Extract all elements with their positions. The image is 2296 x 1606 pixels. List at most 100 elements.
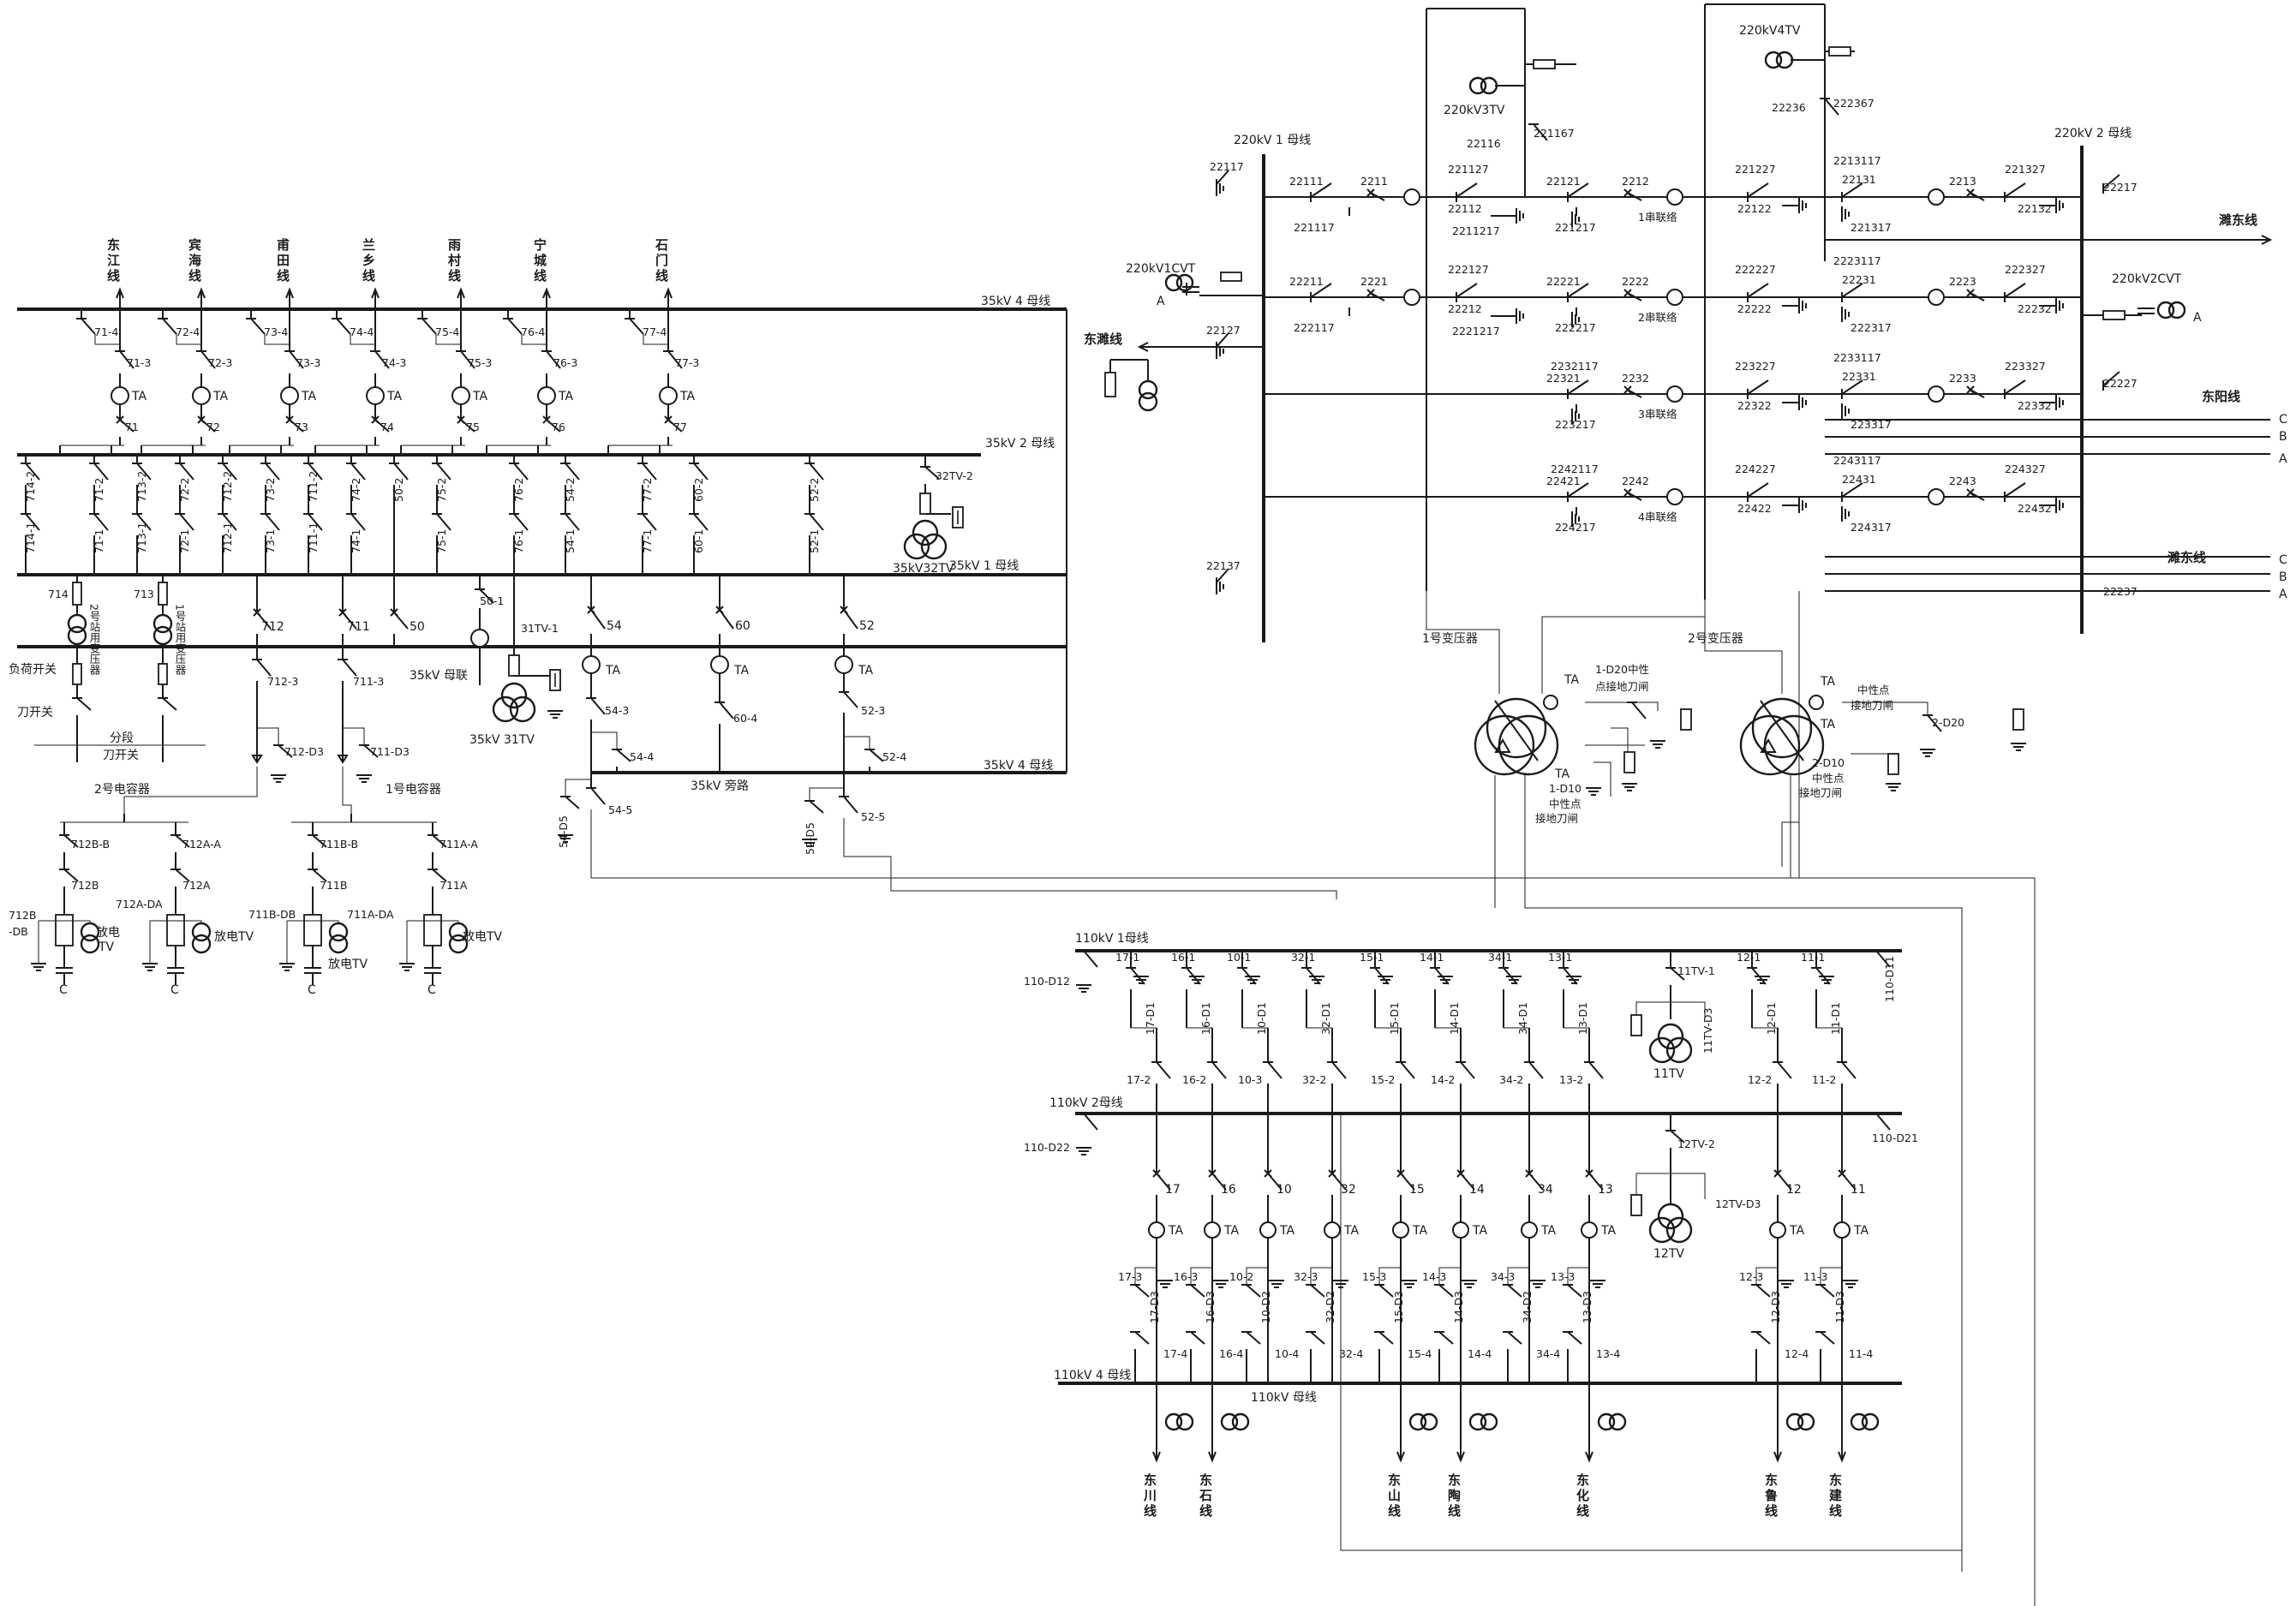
disconnector <box>1747 283 1769 302</box>
blade <box>565 463 580 481</box>
disconnector <box>1815 1284 1835 1298</box>
disconnector <box>1841 379 1863 399</box>
blade <box>81 318 96 335</box>
wire <box>1190 1267 1212 1285</box>
label: 222317 <box>1851 321 1892 334</box>
label-2-d20a: 中性点 <box>1857 684 1890 696</box>
winding <box>1175 1412 1194 1431</box>
wire <box>264 334 290 345</box>
line-cvt-icon <box>1597 1412 1627 1431</box>
winding <box>448 934 469 954</box>
label: 22321 <box>1546 372 1581 385</box>
label-disconnector: 60-1 <box>692 529 705 553</box>
delta-icon <box>1760 737 1777 753</box>
ta-icon <box>1666 188 1683 206</box>
disconnector <box>158 697 177 711</box>
blade <box>308 463 323 481</box>
blade <box>1567 283 1589 298</box>
label-sw3: 14-3 <box>1422 1270 1446 1283</box>
ta-icon <box>710 655 729 674</box>
label-breaker: 34 <box>1538 1183 1553 1197</box>
voltage-transformer-icon <box>492 682 536 723</box>
ta-icon <box>1833 1221 1851 1239</box>
disconnector <box>338 659 357 677</box>
ta-icon <box>1324 1221 1341 1239</box>
blade <box>63 869 79 882</box>
blade <box>2004 182 2026 198</box>
disconnector <box>1747 182 1769 202</box>
label-disconnector: 75-1 <box>435 529 448 553</box>
ground-icon <box>1571 212 1580 227</box>
disconnector <box>21 463 40 481</box>
blade <box>1460 1173 1475 1191</box>
blade <box>667 419 683 433</box>
disconnector <box>428 869 447 882</box>
wire <box>1438 1267 1461 1285</box>
blade <box>1156 1061 1171 1079</box>
label: 224327 <box>2005 463 2046 475</box>
label-b: B <box>2279 570 2287 584</box>
blade <box>1438 1284 1454 1298</box>
label-breaker: 714 <box>48 588 69 600</box>
disconnector <box>1584 1061 1604 1079</box>
label: 22212 <box>1448 302 1482 315</box>
wire <box>1567 1267 1589 1285</box>
wire <box>1340 1113 1962 1551</box>
label-disconnector: 73-1 <box>264 529 277 553</box>
ta-icon <box>470 629 489 648</box>
blade <box>289 419 304 433</box>
blade <box>1970 192 1985 201</box>
label-sw2: 11-2 <box>1812 1073 1836 1086</box>
blade <box>1841 482 1863 498</box>
ta-icon <box>1392 1221 1409 1239</box>
ground-icon <box>1798 395 1807 410</box>
label: 2213 <box>1949 175 1976 188</box>
label-disconnector: 72-2 <box>178 478 191 502</box>
label-c: C <box>59 983 68 997</box>
label-top: 13-1 <box>1548 951 1572 964</box>
blade <box>200 350 216 369</box>
disconnector <box>1241 1284 1261 1298</box>
label-1-d20: 1-D20中性 <box>1595 663 1649 676</box>
blade <box>1970 492 1985 501</box>
blade <box>667 350 683 369</box>
disconnector <box>1306 1331 1325 1345</box>
blade <box>1134 1284 1150 1298</box>
blade <box>63 834 79 848</box>
blade <box>136 463 152 481</box>
fuse-icon <box>2102 310 2126 320</box>
disconnector <box>1241 1331 1261 1345</box>
label-d1: 17-D1 <box>1144 1002 1157 1035</box>
bus-label-110kv: 110kV 母线 <box>1251 1391 1317 1405</box>
disconnector <box>1567 283 1589 302</box>
disconnector <box>637 513 657 531</box>
line-cvt-icon <box>1138 379 1158 412</box>
disconnector-110-d11 <box>1871 950 1891 968</box>
breaker <box>1623 385 1642 398</box>
disconnector-76-3 <box>541 350 561 369</box>
ta-icon <box>834 655 853 674</box>
blade <box>1567 482 1589 498</box>
breaker <box>1366 188 1385 201</box>
disconnector <box>2102 371 2120 391</box>
label-sw3: 77-3 <box>675 356 699 369</box>
label-disconnector: 712-1 <box>221 522 234 553</box>
label-ta: TA <box>1223 1224 1239 1238</box>
ta-icon <box>366 386 385 405</box>
disconnector-71-3 <box>115 350 135 369</box>
blade <box>1670 1130 1685 1143</box>
wire <box>1134 1267 1157 1285</box>
label-b: B <box>2279 430 2287 444</box>
disconnector <box>89 513 109 531</box>
blade <box>629 318 644 335</box>
arrester-icon <box>2012 708 2024 731</box>
breaker <box>840 606 858 630</box>
ground-icon <box>1841 403 1850 419</box>
label-top: 12-1 <box>1737 951 1761 964</box>
label-sw3: 12-3 <box>1739 1270 1763 1283</box>
tv-icon <box>1468 76 1498 95</box>
ground-icon <box>399 963 415 971</box>
